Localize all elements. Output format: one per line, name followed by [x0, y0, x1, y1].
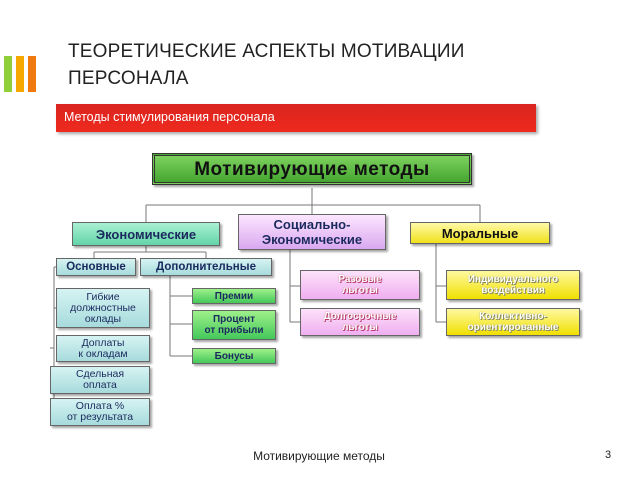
- basic-label: Основные: [66, 260, 126, 273]
- social-item-label: Разовые льготы: [338, 274, 382, 296]
- additional-item: Премии: [192, 288, 276, 304]
- additional-item: Бонусы: [192, 348, 276, 364]
- moral-item: Индивидуального воздействия: [446, 270, 580, 300]
- additional-item-label: Процент от прибыли: [204, 314, 264, 336]
- additional-item: Процент от прибыли: [192, 310, 276, 340]
- basic-item: Оплата % от результата: [50, 398, 150, 426]
- social-item-label: Долгосрочные льготы: [323, 311, 397, 333]
- accent-bar-orange: [28, 56, 36, 92]
- additional-label: Дополнительные: [156, 260, 256, 273]
- basic-node: Основные: [56, 258, 136, 276]
- additional-item-label: Премии: [214, 290, 254, 302]
- moral-node: Моральные: [410, 222, 550, 244]
- economic-label: Экономические: [95, 226, 197, 242]
- subtitle-text: Методы стимулирования персонала: [64, 110, 275, 124]
- basic-item: Доплаты к окладам: [56, 335, 150, 362]
- page-number: 3: [605, 449, 612, 461]
- basic-item-label: Сдельная оплата: [75, 368, 125, 391]
- additional-item-label: Бонусы: [214, 350, 254, 362]
- economic-node: Экономические: [72, 222, 220, 246]
- footer-text: Мотивирующие методы: [253, 449, 385, 463]
- slide-title: ТЕОРЕТИЧЕСКИЕ АСПЕКТЫ МОТИВАЦИИ ПЕРСОНАЛ…: [68, 41, 465, 89]
- social-economic-label: Социально- Экономические: [261, 217, 363, 247]
- moral-item-label: Индивидуального воздействия: [467, 274, 559, 296]
- basic-item: Гибкие должностные оклады: [56, 288, 150, 328]
- additional-node: Дополнительные: [140, 258, 272, 276]
- moral-label: Моральные: [441, 225, 519, 241]
- social-item: Разовые льготы: [300, 270, 420, 300]
- social-item: Долгосрочные льготы: [300, 308, 420, 336]
- subtitle-bar: Методы стимулирования персонала: [56, 104, 536, 132]
- accent-bar-green: [4, 56, 12, 92]
- basic-item-label: Оплата % от результата: [66, 400, 134, 423]
- basic-item-label: Доплаты к окладам: [78, 336, 128, 360]
- social-economic-node: Социально- Экономические: [238, 214, 386, 250]
- moral-item: Коллективно- ориентированные: [446, 308, 580, 336]
- accent-bar-yellow: [16, 56, 24, 92]
- root-label: Мотивирующие методы: [194, 158, 430, 180]
- basic-item-label: Гибкие должностные оклады: [70, 290, 136, 325]
- moral-item-label: Коллективно- ориентированные: [467, 311, 559, 333]
- basic-item: Сдельная оплата: [50, 366, 150, 394]
- root-node: Мотивирующие методы: [152, 153, 472, 185]
